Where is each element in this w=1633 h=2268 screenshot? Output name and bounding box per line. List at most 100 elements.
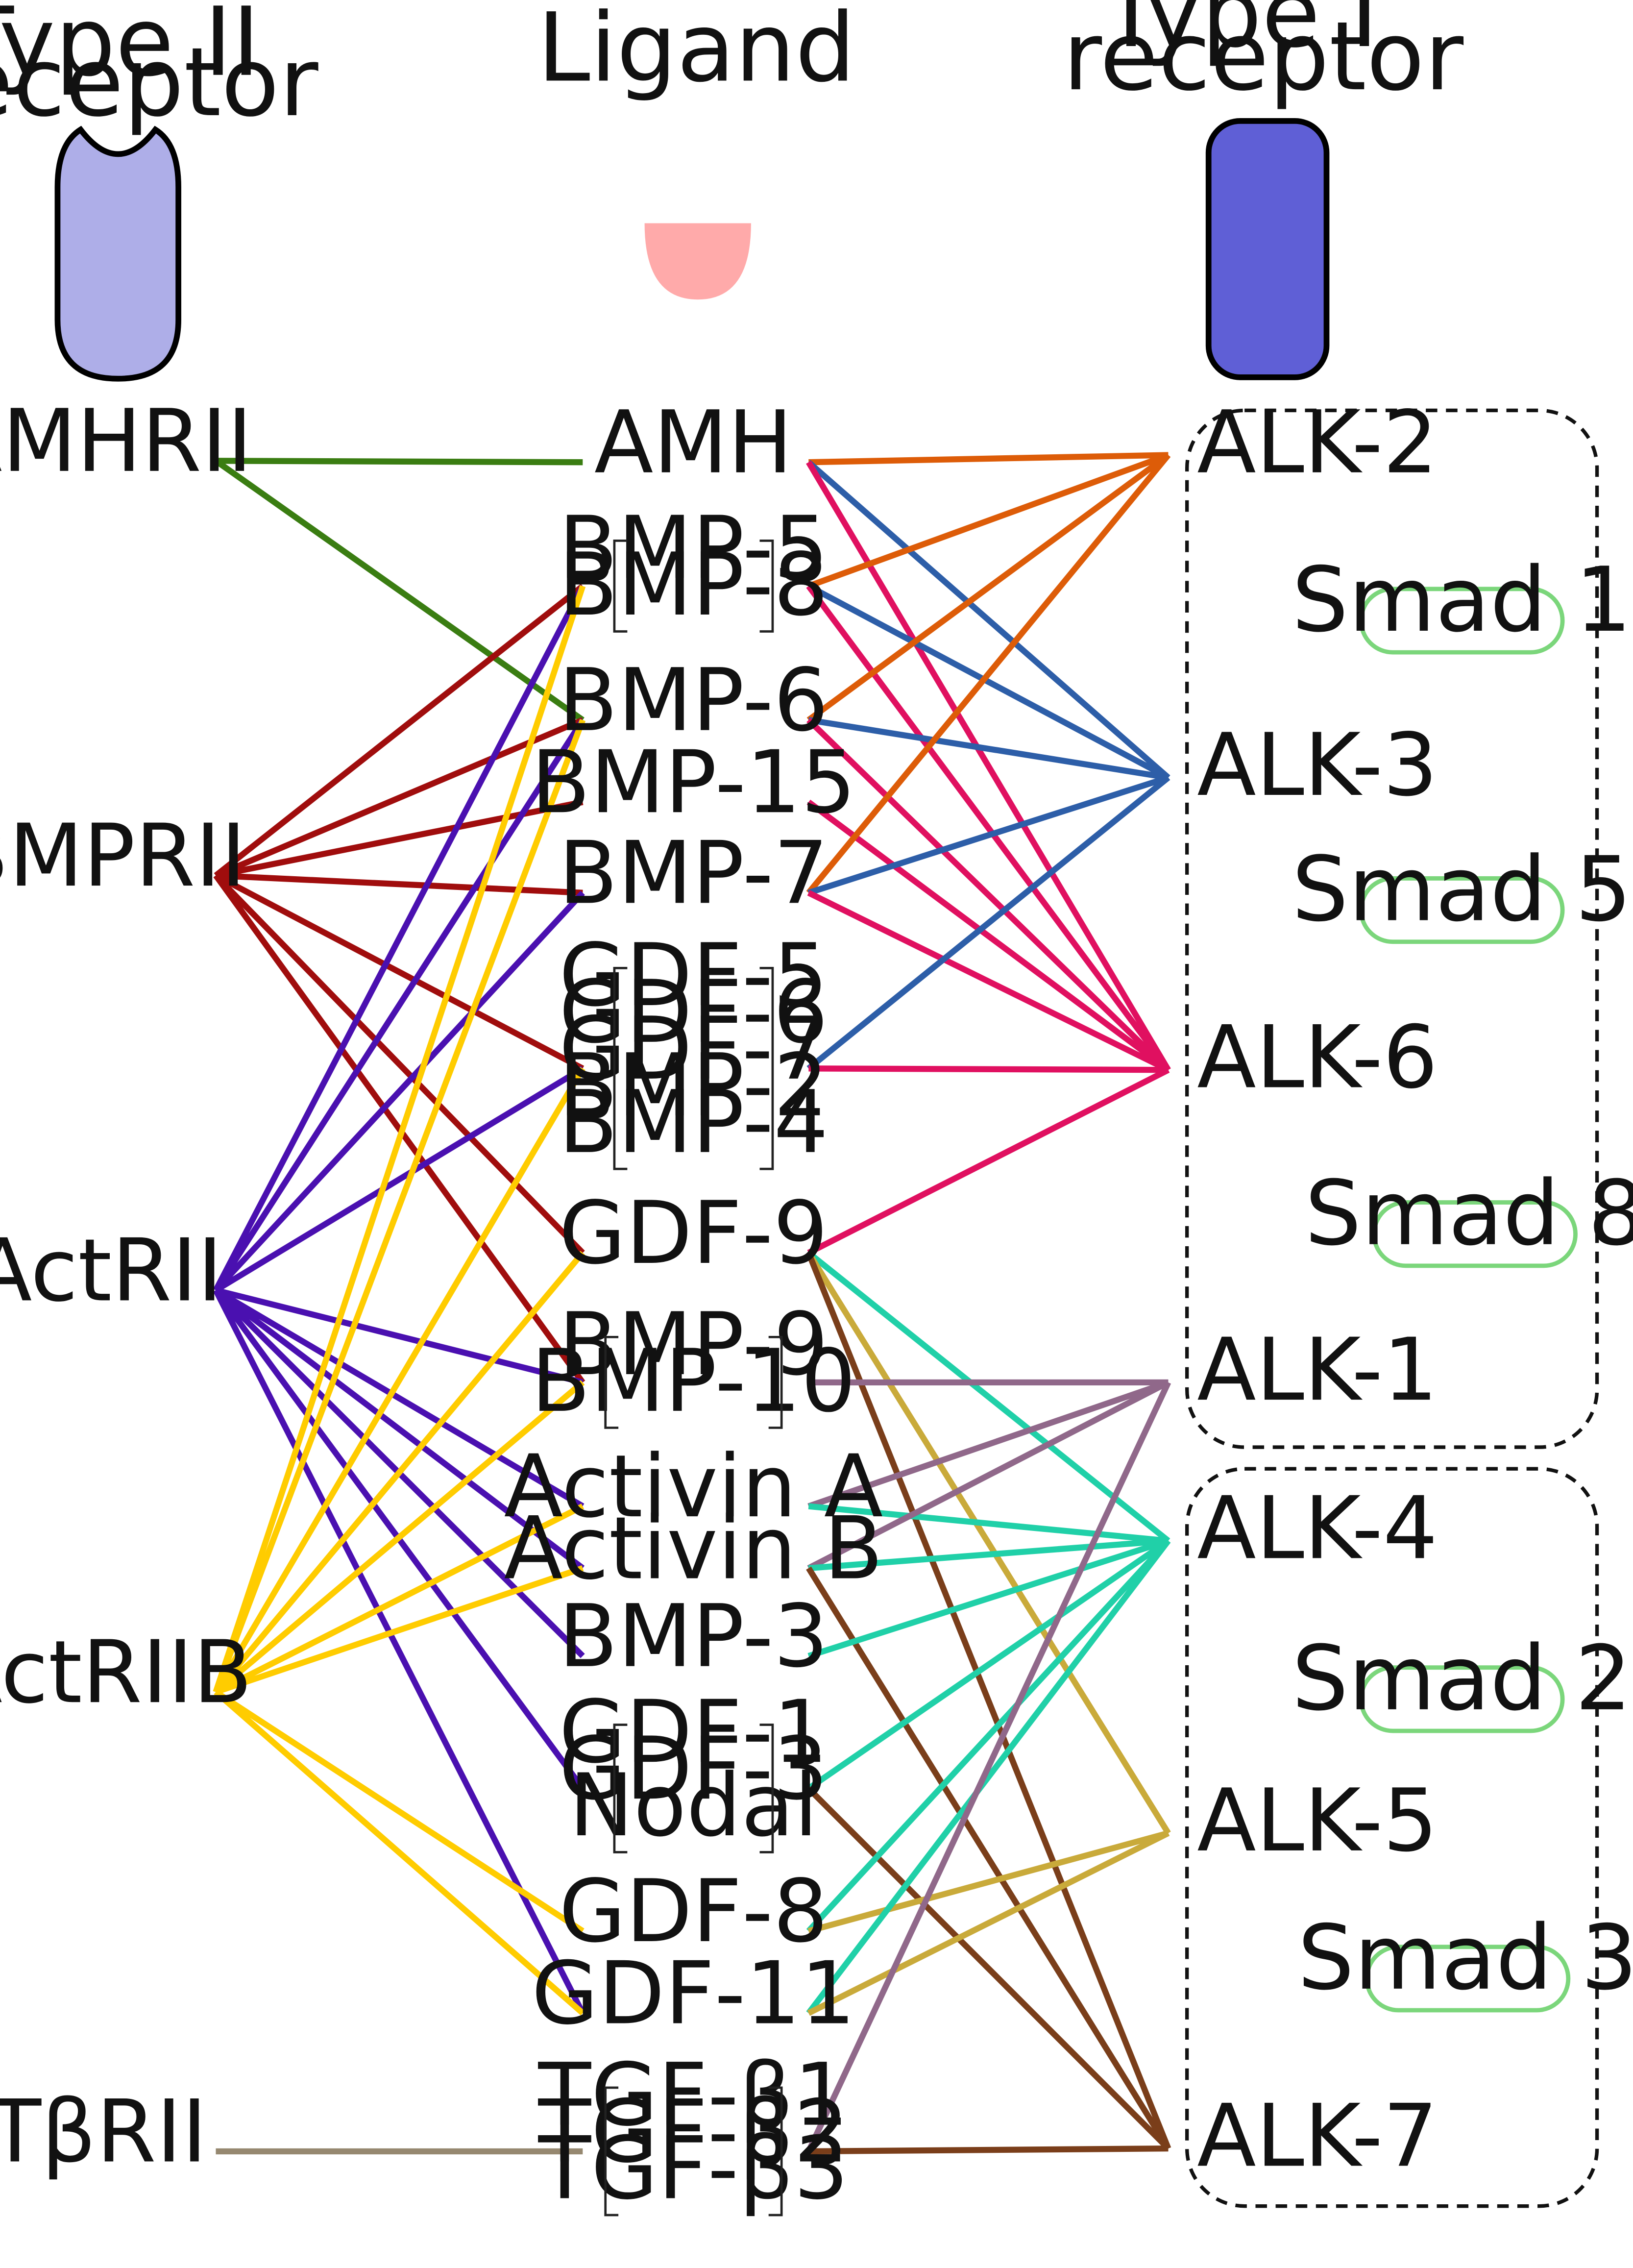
connection-actriib-acta bbox=[214, 1504, 585, 1695]
type1-receptor-alk-2: ALK-2 bbox=[1197, 392, 1438, 493]
connection-bmp7-alk-3 bbox=[807, 774, 1170, 896]
ligand-name-gdf-8: GDF-8 bbox=[559, 1861, 828, 1962]
connection-tgfb-alk-7 bbox=[808, 2145, 1169, 2155]
connection-bmprii-bmp7 bbox=[216, 872, 583, 896]
connection-actriib-bmp910 bbox=[214, 1380, 585, 1695]
ligand-bmp7: BMP-7 bbox=[559, 822, 829, 923]
ligand-bracket-right bbox=[759, 1724, 774, 1853]
smad-label: Smad 2 bbox=[1292, 1627, 1632, 1730]
tgf-smad-group-box bbox=[1185, 1467, 1599, 2208]
smad-list: Smad 1 Smad 5 Smad 8 Smad 2 Smad 3 bbox=[1292, 548, 1633, 2013]
type2-receptor-tbrii: TβRII bbox=[0, 2081, 207, 2182]
connection-actrii-bmp910 bbox=[215, 1287, 584, 1385]
type1-receptor-header-line1: Type I bbox=[1101, 0, 1378, 69]
ligand-name-gdf-9: GDF-9 bbox=[559, 1183, 828, 1283]
connection-bmprii-gdf567 bbox=[214, 873, 585, 1071]
smad-pill-outline bbox=[1372, 1200, 1578, 1268]
smad-pill-outline bbox=[1359, 1665, 1565, 1733]
type1-receptor-alk-5: ALK-5 bbox=[1197, 1770, 1438, 1871]
smad-smad-2: Smad 2 bbox=[1292, 1627, 1632, 1733]
connection-bmp58-alk-2 bbox=[807, 452, 1170, 589]
connection-actb-alk-1 bbox=[807, 1380, 1170, 1571]
ligand-bmp6: BMP-6 bbox=[559, 650, 829, 751]
type1-receptor-alk-1: ALK-1 bbox=[1197, 1319, 1438, 1420]
connection-actriib-gdf9 bbox=[213, 1251, 585, 1694]
ligand-name-tgf-2: TGF-β2 bbox=[538, 2081, 849, 2182]
connection-acta-alk-1 bbox=[807, 1380, 1170, 1509]
smad-smad-5: Smad 5 bbox=[1292, 838, 1632, 944]
connection-amhrii-amh bbox=[216, 458, 583, 466]
connection-gdf9-alk-5 bbox=[806, 1251, 1171, 1835]
type2-ligand-connections bbox=[213, 458, 586, 2155]
smad-label: Smad 8 bbox=[1305, 1161, 1633, 1265]
connection-gdf9-alk-6 bbox=[807, 1067, 1170, 1256]
connection-gdf11-alk-4 bbox=[806, 1539, 1171, 2015]
ligand-bracket-left bbox=[613, 540, 628, 633]
ligand-gdf9: GDF-9 bbox=[559, 1183, 828, 1283]
type1-receptor-header-line2: receptor bbox=[1063, 1, 1463, 112]
connection-actriib-gdf8 bbox=[214, 1689, 585, 1934]
connection-amh-alk-2 bbox=[808, 452, 1169, 466]
ligand-name-nodal: Nodal bbox=[569, 1755, 818, 1856]
ligand-bracket-left bbox=[613, 966, 628, 1170]
ligand-bracket-left bbox=[604, 1335, 619, 1429]
ligand-header: Ligand bbox=[537, 0, 855, 103]
connection-actriib-gdf11 bbox=[214, 1689, 585, 2016]
ligand-name-gdf-3: GDF-3 bbox=[559, 1718, 828, 1819]
ligand-name-bmp-15: BMP-15 bbox=[531, 732, 856, 833]
ligand-actb: Activin B bbox=[504, 1498, 883, 1599]
ligand-amh: AMH bbox=[594, 392, 793, 493]
connection-actb-alk-7 bbox=[806, 1566, 1171, 2150]
ligand-name-bmp-2: BMP-2 bbox=[559, 1035, 829, 1136]
ligand-bracket-right bbox=[768, 1335, 783, 1429]
connection-tgfb-alk-1 bbox=[805, 1381, 1171, 2153]
smad-pill-outline bbox=[1359, 876, 1565, 944]
connection-acta-alk-4 bbox=[808, 1503, 1169, 1544]
connection-actriib-gdf567 bbox=[213, 1067, 585, 1694]
smad-label: Smad 3 bbox=[1297, 1906, 1633, 2010]
connection-gdf9-alk-7 bbox=[805, 1252, 1171, 2150]
connection-actriib-bmp6 bbox=[213, 719, 586, 1693]
connection-gdf13n-alk-4 bbox=[806, 1538, 1170, 1791]
connection-bmp3-alk-4 bbox=[807, 1538, 1170, 1659]
type2-receptor-header-line1: Type II bbox=[0, 0, 260, 98]
connection-bmprii-bmp6 bbox=[215, 717, 584, 879]
type2-receptor-actrii: ActRII bbox=[0, 1220, 223, 1321]
ligand-name-bmp-9: BMP-9 bbox=[559, 1294, 829, 1395]
ligand-name-tgf-1: TGF-β1 bbox=[538, 2045, 849, 2145]
ligand-gdf8: GDF-8 bbox=[559, 1861, 828, 1962]
connection-actrii-bmp6 bbox=[213, 718, 585, 1292]
connection-bmp6-alk-2 bbox=[806, 452, 1170, 723]
connection-bmp15-alk-6 bbox=[806, 799, 1170, 1073]
connection-bmp7-alk-6 bbox=[807, 890, 1170, 1073]
smad-label: Smad 1 bbox=[1292, 548, 1632, 652]
connection-actrii-gdf567 bbox=[214, 1066, 585, 1293]
ligand-name-bmp-4: BMP-4 bbox=[559, 1072, 829, 1173]
ligand-name-bmp-10: BMP-10 bbox=[531, 1331, 856, 1431]
connection-amh-alk-3 bbox=[806, 460, 1170, 780]
connection-actrii-bmp58 bbox=[213, 585, 585, 1292]
ligand-bracket-right bbox=[759, 966, 774, 1170]
connection-bmp58-alk-6 bbox=[806, 584, 1171, 1072]
ligand-bracket-right bbox=[768, 2086, 783, 2217]
ligand-type1-connections bbox=[805, 452, 1171, 2155]
smad-pill-outline bbox=[1365, 1945, 1571, 2013]
connection-gdf567-alk-6 bbox=[808, 1065, 1169, 1073]
connection-gdf9-alk-4 bbox=[806, 1250, 1170, 1543]
connection-actb-alk-4 bbox=[808, 1537, 1169, 1572]
smad-smad-1: Smad 1 bbox=[1292, 548, 1632, 655]
connection-bmp6-alk-3 bbox=[808, 717, 1169, 781]
type1-receptor-alk-4: ALK-4 bbox=[1197, 1478, 1438, 1578]
connection-bmprii-bmp58 bbox=[214, 584, 585, 878]
connection-gdf8-alk-4 bbox=[806, 1538, 1171, 1933]
ligand-bracket-right bbox=[759, 540, 774, 633]
ligand-bracket-left bbox=[604, 2086, 619, 2217]
type2-receptor-amhrii: AMHRII bbox=[0, 391, 252, 492]
